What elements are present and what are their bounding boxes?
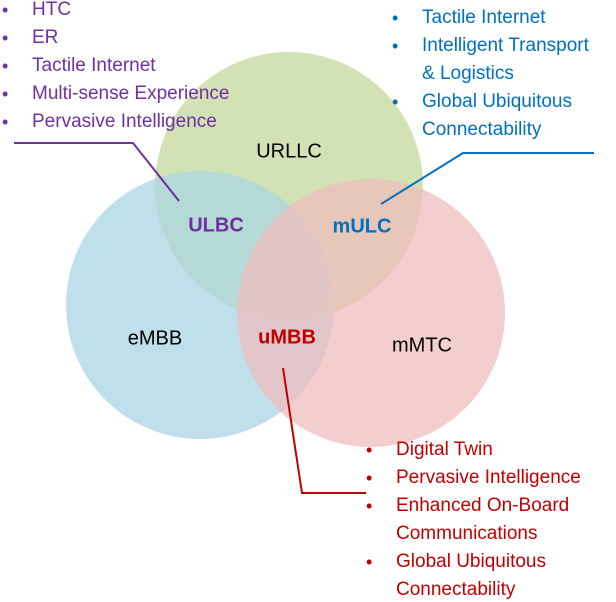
label-umbb: uMBB bbox=[258, 326, 316, 349]
connector-umbb bbox=[282, 367, 366, 494]
bullet-icon: • bbox=[2, 112, 9, 132]
bullet-icon: • bbox=[2, 28, 9, 48]
mulc-list-item-text: Tactile Internet bbox=[422, 7, 546, 28]
bullet-icon: • bbox=[366, 496, 373, 516]
umbb-list-item-text: Pervasive Intelligence bbox=[396, 467, 581, 488]
label-embb: eMBB bbox=[127, 327, 183, 350]
mulc-list-item: • Tactile Internet bbox=[392, 4, 589, 32]
bullet-icon: • bbox=[366, 440, 373, 460]
ulbc-list-item-text: Multi-sense Experience bbox=[32, 83, 230, 104]
bullet-icon: • bbox=[392, 36, 399, 56]
label-mulc: mULC bbox=[332, 215, 392, 238]
ulbc-list-item: • Tactile Internet bbox=[2, 52, 229, 80]
umbb-list-item-text: Connectability bbox=[396, 579, 516, 600]
bullet-icon: • bbox=[2, 0, 9, 20]
ulbc-list-item-text: Pervasive Intelligence bbox=[32, 111, 217, 132]
umbb-list-item-text: Communications bbox=[396, 523, 538, 544]
bullet-icon: • bbox=[2, 84, 9, 104]
bullet-icon: • bbox=[392, 92, 399, 112]
umbb-list-item-text: Global Ubiquitous bbox=[396, 551, 546, 572]
mulc-list-item-text: Connectability bbox=[422, 119, 542, 140]
mulc-feature-list: • Tactile Internet • Intelligent Transport &… bbox=[392, 4, 589, 144]
bullet-icon: • bbox=[366, 468, 373, 488]
bullet-icon: • bbox=[366, 552, 373, 572]
mulc-list-item: • Intelligent Transport & Logistics bbox=[392, 32, 589, 88]
connector-mulc bbox=[380, 152, 594, 205]
ulbc-list-item: • ER bbox=[2, 24, 229, 52]
circle-mmtc bbox=[237, 179, 505, 447]
label-urllc: URLLC bbox=[256, 140, 322, 163]
umbb-list-item-text: Enhanced On-Board bbox=[396, 495, 570, 516]
umbb-feature-list: • Digital Twin • Pervasive Intelligence • Enh… bbox=[366, 436, 581, 602]
bullet-icon: • bbox=[2, 56, 9, 76]
ulbc-list-item-text: ER bbox=[32, 27, 59, 48]
ulbc-list-item: • Multi-sense Experience bbox=[2, 80, 229, 108]
umbb-list-item: • Digital Twin bbox=[366, 436, 581, 464]
umbb-list-item: • Pervasive Intelligence bbox=[366, 464, 581, 492]
connector-ulbc bbox=[14, 142, 180, 202]
ulbc-feature-list: • HTC • ER • Tactile Internet • Multi-sense Exp… bbox=[2, 0, 229, 136]
ulbc-list-item: • Pervasive Intelligence bbox=[2, 108, 229, 136]
bullet-icon: • bbox=[392, 8, 399, 28]
label-ulbc: ULBC bbox=[188, 214, 244, 237]
ulbc-list-item-text: HTC bbox=[32, 0, 72, 20]
ulbc-list-item: • HTC bbox=[2, 0, 229, 24]
mulc-list-item-text: Global Ubiquitous bbox=[422, 91, 572, 112]
umbb-list-item-text: Digital Twin bbox=[396, 439, 493, 460]
ulbc-list-item-text: Tactile Internet bbox=[32, 55, 156, 76]
label-mmtc: mMTC bbox=[392, 334, 452, 357]
mulc-list-item-text: Intelligent Transport bbox=[422, 35, 589, 56]
mulc-list-item-text: & Logistics bbox=[422, 63, 514, 84]
